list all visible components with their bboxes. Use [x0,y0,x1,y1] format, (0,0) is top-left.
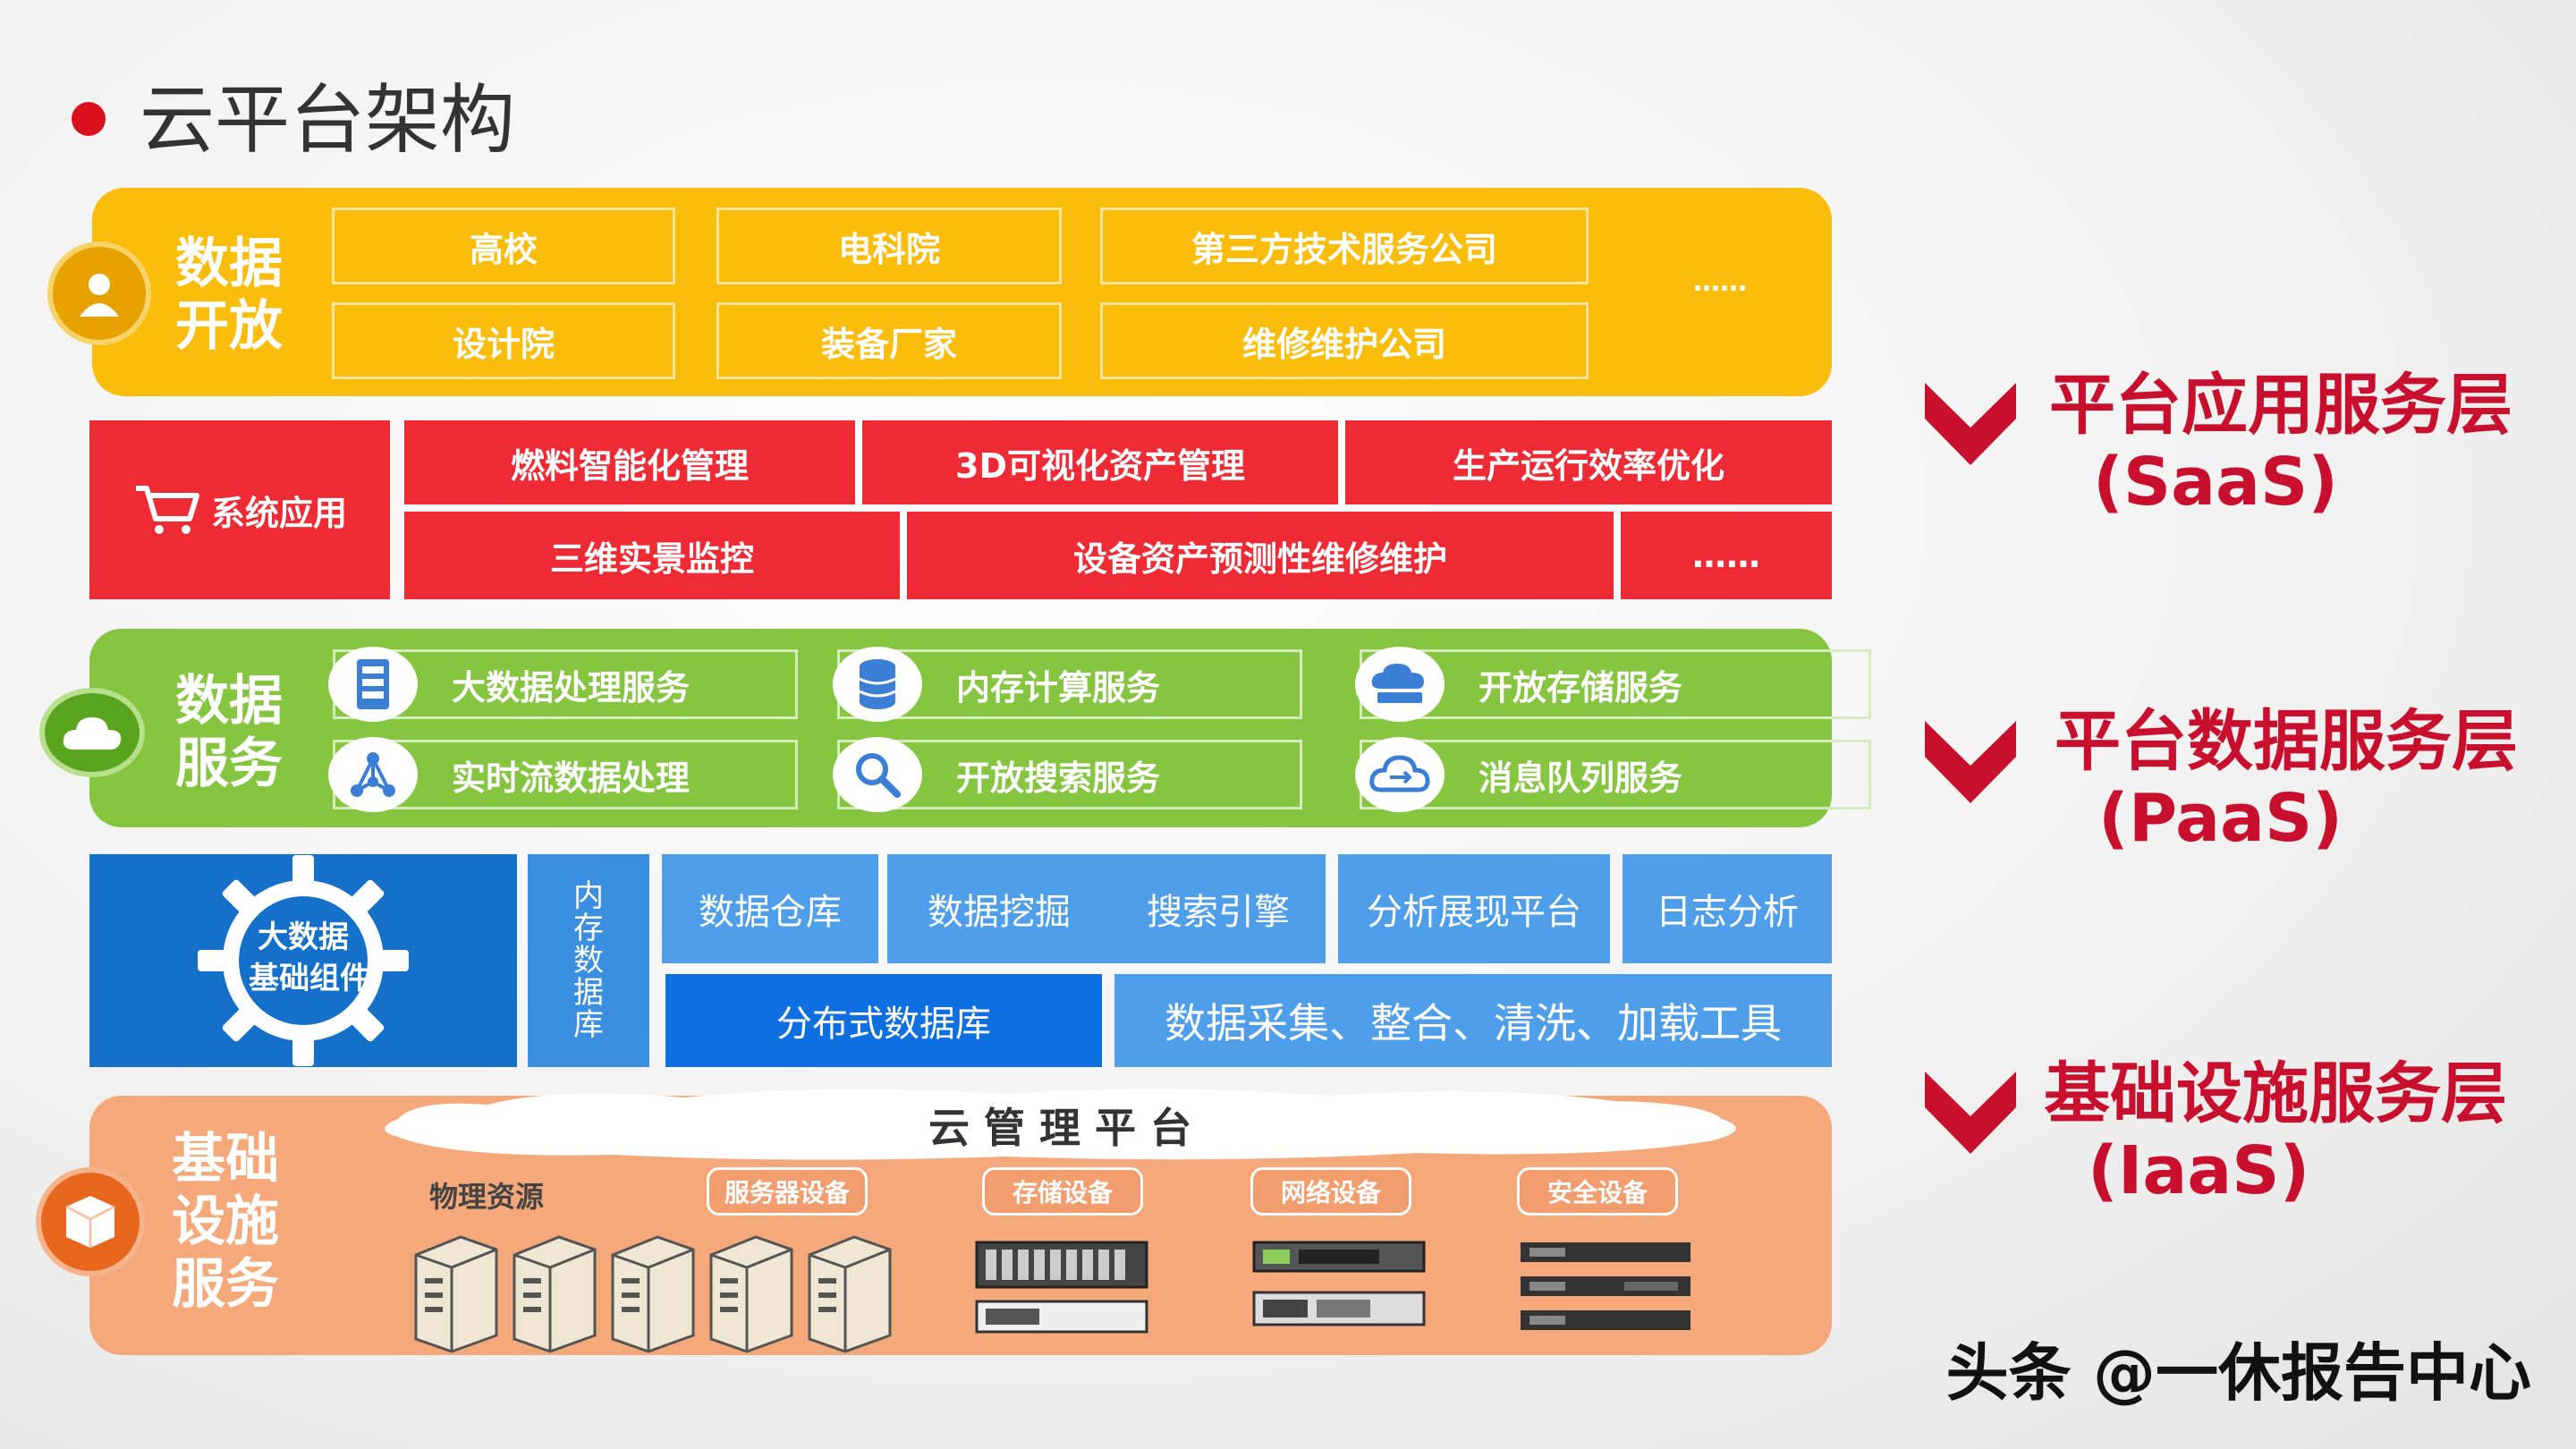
layer-data-open: 数据 开放 高校 电科院 第三方技术服务公司 设计院 装备厂家 维修维护公司 …… [47,188,1832,396]
bigdata-cell: 分析展现平台 [1338,854,1610,963]
page-title: 云平台架构 [140,76,516,164]
system-app-title: 系统应用 [89,420,390,599]
paas-label: 平台数据服务层 (PaaS) [2036,703,2537,857]
service-label: 实时流数据处理 [452,758,691,798]
service-label: 开放搜索服务 [956,758,1161,798]
search-icon [833,737,922,812]
layer-infrastructure: 基础 设施 服务 云 管 理 平 台 物理资源 服务器设备 存储设备 网络设备 … [36,1089,1832,1355]
layer-system-app: 系统应用 燃料智能化管理 3D可视化资产管理 生产运行效率优化 三维实景监控 设… [89,420,1832,599]
app-cell: 燃料智能化管理 [404,420,855,504]
security-device-icons [1521,1242,1690,1330]
bigdata-cell: 搜索引擎 [1111,854,1326,963]
memory-database: 内 存 数 据 库 [528,854,649,1067]
footer-watermark: 头条 @一休报告中心 [1945,1336,2531,1410]
data-service: 消息队列服务 [1355,737,1871,812]
iaas-name: 基础设施服务层 [2044,1055,2507,1132]
layer-open-label: 数据 开放 [175,233,283,358]
device-pill: 网络设备 [1250,1167,1411,1216]
device-pill: 存储设备 [982,1167,1143,1216]
bigdata-cell: 数据挖掘 [887,854,1111,963]
iaas-label: 基础设施服务层 (IaaS) [2025,1055,2526,1209]
network-icon [328,737,418,812]
cloud-sync-icon [1355,737,1445,812]
cloud-storage-icon [1355,647,1445,722]
storage-device-icons [975,1241,1148,1334]
app-cell: 3D可视化资产管理 [862,420,1338,504]
bigdata-cell: 日志分析 [1623,854,1832,963]
service-label: 消息队列服务 [1479,758,1683,798]
cart-icon [135,486,199,534]
bigdata-cell: 分布式数据库 [665,974,1102,1067]
open-item: 设计院 [332,302,675,379]
data-service: 内存计算服务 [833,647,1302,722]
saas-label: 平台应用服务层 (SaaS) [2030,367,2531,521]
server-icon [328,647,418,722]
chevron-down-icon [1925,721,2016,803]
open-more: …… [1693,267,1747,298]
cube-icon [36,1167,145,1276]
system-app-label: 系统应用 [210,493,347,533]
open-item: 电科院 [716,208,1062,284]
saas-name: 平台应用服务层 [2049,367,2512,444]
bigdata-cell: 数据采集、整合、清洗、加载工具 [1114,974,1832,1067]
layer-data-label: 数据 服务 [175,670,283,795]
big-data-gear-panel: 大数据 基础组件 [89,854,517,1067]
saas-abbr: (SaaS) [2093,444,2339,521]
data-service: 实时流数据处理 [328,737,798,812]
paas-abbr: (PaaS) [2098,780,2343,857]
person-icon [47,242,151,345]
database-icon [833,647,922,722]
gear-label: 大数据 基础组件 [249,919,370,996]
open-item: 维修维护公司 [1100,302,1589,379]
data-service: 大数据处理服务 [328,647,798,722]
title-bullet [72,102,106,136]
network-device-icons [1252,1241,1426,1326]
app-cell: 设备资产预测性维修维护 [907,512,1614,599]
app-cell: …… [1621,512,1832,599]
service-label: 内存计算服务 [956,667,1161,708]
cloud-icon [39,688,145,777]
server-tower-icons [414,1235,892,1353]
layer-big-data: 大数据 基础组件 内 存 数 据 库 数据仓库 数据挖掘 搜索引擎 分析展现平台… [89,854,1832,1067]
service-label: 开放存储服务 [1479,667,1683,708]
chevron-down-icon [1925,1072,2016,1154]
iaas-abbr: (IaaS) [2088,1132,2310,1209]
open-item: 第三方技术服务公司 [1100,208,1589,284]
chevron-down-icon [1925,383,2016,465]
gear-icon [198,855,409,1066]
physical-resource-label: 物理资源 [429,1180,545,1214]
bigdata-cell: 数据仓库 [662,854,878,963]
layer-data-service: 数据 服务 大数据处理服务 内存计算服务 开放存储服务 实时流数据处理 开放搜索… [39,629,1871,827]
device-pill: 安全设备 [1517,1167,1678,1216]
cloud-banner [385,1089,1736,1160]
device-pill: 服务器设备 [707,1167,868,1216]
open-item: 装备厂家 [716,302,1062,379]
data-service: 开放搜索服务 [833,737,1302,812]
paas-name: 平台数据服务层 [2055,703,2518,780]
app-cell: 生产运行效率优化 [1345,420,1832,504]
app-cell: 三维实景监控 [404,512,900,599]
open-item: 高校 [332,208,675,284]
service-label: 大数据处理服务 [452,667,691,708]
layer-infra-label: 基础 设施 服务 [172,1128,279,1316]
cloud-title: 云 管 理 平 台 [928,1104,1192,1152]
data-service: 开放存储服务 [1355,647,1871,722]
